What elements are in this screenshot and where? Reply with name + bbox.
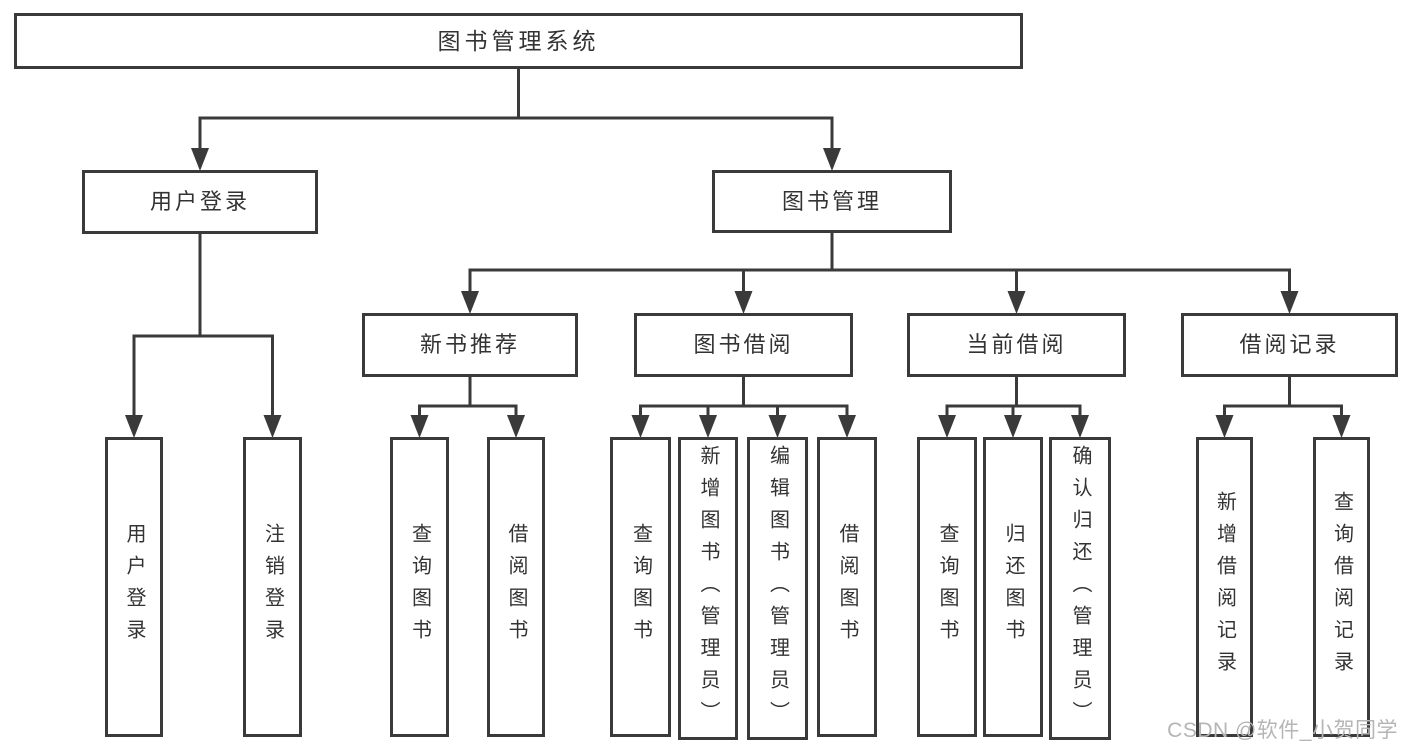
node-label-confirm-return-admin-leaf: 确认归还（管理员） bbox=[1069, 444, 1091, 733]
node-logout-leaf: 注销登录 bbox=[243, 437, 302, 737]
arrowhead-icon bbox=[631, 415, 650, 438]
node-borrow-books-borrow-leaf: 借阅图书 bbox=[817, 437, 877, 737]
arrowhead-icon bbox=[768, 415, 787, 438]
arrowhead-icon bbox=[1007, 291, 1026, 314]
node-query-borrow-record-leaf: 查询借阅记录 bbox=[1313, 437, 1370, 737]
node-book-borrow-branch: 图书借阅 bbox=[634, 313, 853, 377]
node-borrow-books-rec-leaf: 借阅图书 bbox=[487, 437, 545, 737]
node-label-user-login-branch: 用户登录 bbox=[149, 189, 250, 214]
node-label-logout-leaf: 注销登录 bbox=[261, 523, 284, 651]
arrowhead-icon bbox=[461, 291, 479, 314]
node-label-edit-books-admin-leaf: 编辑图书（管理员） bbox=[766, 444, 789, 733]
node-return-books-leaf: 归还图书 bbox=[983, 437, 1043, 737]
arrowhead-icon bbox=[125, 415, 143, 438]
arrowhead-icon bbox=[1332, 415, 1351, 438]
node-label-add-books-admin-leaf: 新增图书（管理员） bbox=[697, 444, 719, 733]
arrowhead-icon bbox=[734, 291, 753, 314]
arrowhead-icon bbox=[838, 415, 856, 438]
node-label-root: 图书管理系统 bbox=[437, 27, 600, 54]
node-query-books-current-leaf: 查询图书 bbox=[917, 437, 977, 737]
node-label-return-books-leaf: 归还图书 bbox=[1002, 523, 1024, 651]
watermark: CSDN @软件_小贺同学 bbox=[1167, 719, 1398, 742]
node-label-borrow-books-rec-leaf: 借阅图书 bbox=[505, 523, 527, 651]
node-edit-books-admin-leaf: 编辑图书（管理员） bbox=[747, 437, 808, 740]
node-root: 图书管理系统 bbox=[14, 13, 1023, 69]
node-user-login-branch: 用户登录 bbox=[82, 170, 318, 234]
node-label-query-books-current-leaf: 查询图书 bbox=[936, 523, 958, 651]
node-query-books-rec-leaf: 查询图书 bbox=[390, 437, 449, 737]
arrowhead-icon bbox=[1215, 415, 1234, 438]
node-label-borrow-record-branch: 借阅记录 bbox=[1239, 332, 1340, 357]
arrowhead-icon bbox=[1071, 415, 1089, 438]
node-label-user-login-leaf: 用户登录 bbox=[123, 523, 145, 651]
node-current-borrow-branch: 当前借阅 bbox=[907, 313, 1126, 377]
node-label-borrow-books-borrow-leaf: 借阅图书 bbox=[836, 523, 858, 651]
arrowhead-icon bbox=[191, 148, 209, 171]
arrowhead-icon bbox=[410, 415, 429, 438]
arrowhead-icon bbox=[1280, 291, 1299, 314]
node-borrow-record-branch: 借阅记录 bbox=[1181, 313, 1398, 377]
node-label-query-borrow-record-leaf: 查询借阅记录 bbox=[1330, 491, 1353, 683]
arrowhead-icon bbox=[699, 415, 717, 438]
node-add-borrow-record-leaf: 新增借阅记录 bbox=[1196, 437, 1253, 737]
node-new-book-rec-branch: 新书推荐 bbox=[362, 313, 578, 377]
arrowhead-icon bbox=[823, 148, 841, 171]
node-label-query-books-borrow-leaf: 查询图书 bbox=[629, 523, 652, 651]
node-label-book-borrow-branch: 图书借阅 bbox=[693, 332, 794, 357]
node-label-query-books-rec-leaf: 查询图书 bbox=[408, 523, 431, 651]
node-label-new-book-rec-branch: 新书推荐 bbox=[419, 332, 520, 357]
node-confirm-return-admin-leaf: 确认归还（管理员） bbox=[1049, 437, 1111, 740]
node-label-current-borrow-branch: 当前借阅 bbox=[966, 332, 1067, 357]
node-book-mgmt-branch: 图书管理 bbox=[712, 170, 952, 233]
arrowhead-icon bbox=[507, 415, 525, 438]
node-user-login-leaf: 用户登录 bbox=[105, 437, 163, 737]
node-label-book-mgmt-branch: 图书管理 bbox=[781, 188, 882, 214]
arrowhead-icon bbox=[1004, 415, 1022, 438]
arrowhead-icon bbox=[938, 415, 956, 438]
node-query-books-borrow-leaf: 查询图书 bbox=[610, 437, 671, 737]
node-label-add-borrow-record-leaf: 新增借阅记录 bbox=[1213, 491, 1236, 683]
node-add-books-admin-leaf: 新增图书（管理员） bbox=[678, 437, 738, 740]
arrowhead-icon bbox=[263, 415, 282, 438]
